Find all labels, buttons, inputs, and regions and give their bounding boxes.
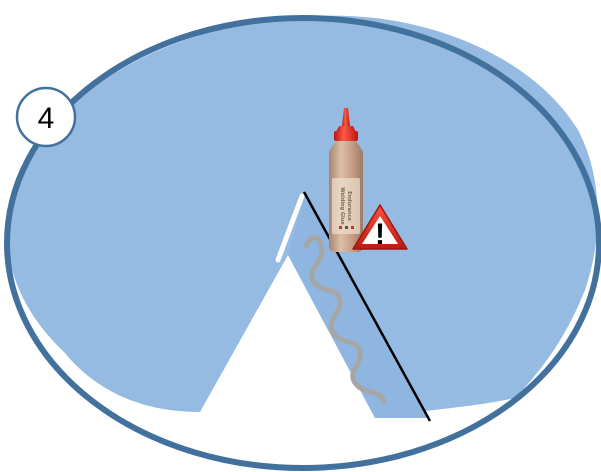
step-number: 4 — [38, 102, 55, 135]
bottle-label-line1: Endurance — [346, 191, 352, 221]
bottle-label-line2: Welding Glue — [339, 187, 345, 225]
warning-exclamation: ! — [375, 218, 385, 251]
step-badge: 4 — [17, 88, 75, 146]
